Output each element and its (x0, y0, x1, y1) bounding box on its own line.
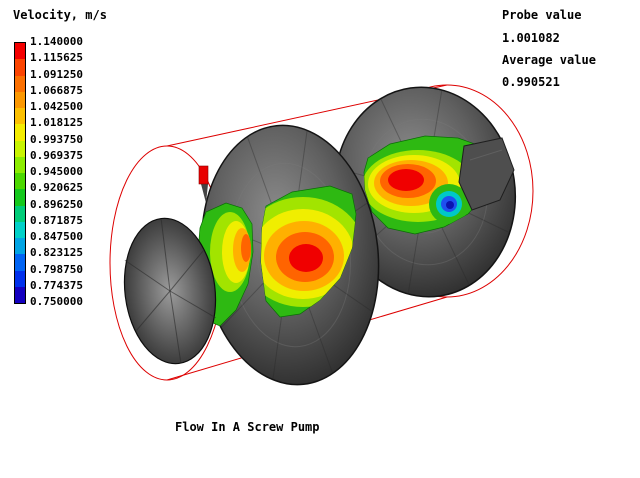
colorbar-band (15, 59, 25, 76)
shaft-stub-right (458, 137, 515, 211)
colorbar-tick: 1.066875 (30, 83, 83, 97)
probe-marker[interactable] (198, 165, 209, 203)
colorbar-ticks: 1.140000 1.115625 1.091250 1.066875 1.04… (30, 34, 83, 310)
colorbar-band (15, 140, 25, 157)
colorbar-tick: 0.798750 (30, 262, 83, 276)
colorbar (14, 42, 26, 304)
colorbar-tick: 0.847500 (30, 230, 83, 243)
colorbar-tick: 0.945000 (30, 165, 83, 178)
colorbar-tick: 0.871875 (30, 213, 83, 227)
legend-title: Velocity, m/s (13, 8, 107, 22)
velocity-plane-center (260, 185, 357, 318)
colorbar-band (15, 173, 25, 190)
colorbar-tick: 1.091250 (30, 67, 83, 81)
colorbar-band (15, 189, 25, 206)
colorbar-tick: 1.140000 (30, 35, 83, 48)
colorbar-band (15, 75, 25, 92)
average-value: 0.990521 (502, 75, 560, 89)
colorbar-tick: 1.042500 (30, 100, 83, 113)
shaft-end-cap (123, 217, 217, 365)
colorbar-band (15, 221, 25, 238)
colorbar-tick: 0.750000 (30, 295, 83, 308)
probe-value: 1.001082 (502, 31, 560, 45)
colorbar-band (15, 254, 25, 271)
colorbar-band (15, 43, 25, 60)
colorbar-tick: 1.115625 (30, 51, 83, 65)
plot-caption: Flow In A Screw Pump (175, 420, 320, 434)
colorbar-band (15, 124, 25, 141)
colorbar-band (15, 91, 25, 108)
colorbar-band (15, 238, 25, 255)
colorbar-band (15, 270, 25, 287)
colorbar-band (15, 286, 25, 303)
colorbar-tick: 0.969375 (30, 148, 83, 162)
colorbar-tick: 0.896250 (30, 197, 83, 211)
probe-value-label: Probe value (502, 8, 582, 22)
colorbar-tick: 0.920625 (30, 181, 83, 195)
colorbar-tick: 0.993750 (30, 132, 83, 146)
average-value-label: Average value (502, 53, 596, 67)
colorbar-band (15, 108, 25, 125)
velocity-plane-right (363, 135, 493, 235)
colorbar-tick: 0.823125 (30, 246, 83, 260)
colorbar-tick: 0.774375 (30, 278, 83, 292)
colorbar-band (15, 205, 25, 222)
colorbar-tick: 1.018125 (30, 116, 83, 130)
colorbar-band (15, 156, 25, 173)
